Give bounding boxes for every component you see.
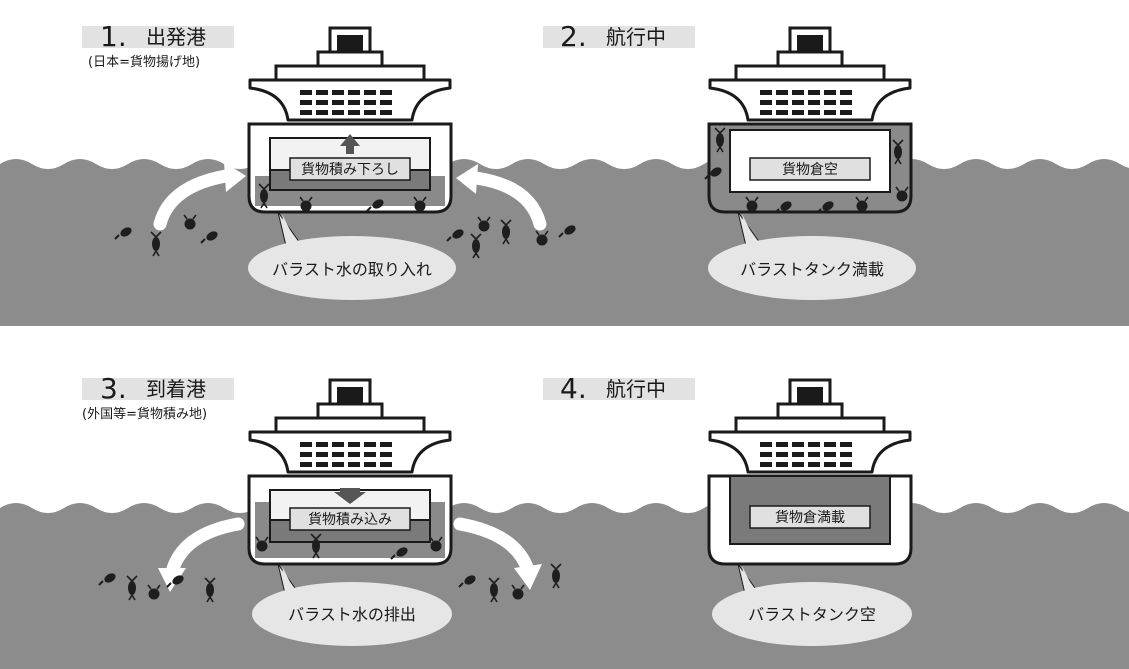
panel-4-title: 航行中 [606,377,666,401]
panel-1-title: 出発港 [146,25,206,49]
panel-2-ship: 貨物倉空 [704,26,913,214]
panel-1-cargo-up-arrow [340,134,360,154]
discharge-arrow-right [453,517,542,590]
panel-1-hold-label: 貨物積み下ろし [301,161,399,178]
panel-3-hold-label: 貨物積み込み [308,511,392,528]
discharge-arrow-left [158,517,245,592]
panel-2-hold-label: 貨物倉空 [782,161,838,178]
panel-1-callout-text: バラスト水の取り入れ [272,260,432,279]
panel-1-header: 1. 出発港 (日本=貨物揚げ地) [82,20,234,70]
panel-3-ship: 貨物積み込み [247,378,453,566]
intake-arrow-left [153,162,246,231]
panel-2-header: 2. 航行中 [543,20,695,53]
panel-2-title: 航行中 [606,25,666,49]
panel-4-callout: バラストタンク空 [712,563,912,646]
panel-3-cargo-down-arrow [334,488,366,504]
panel-3-title: 到着港 [146,377,206,401]
panel-1-subtitle: (日本=貨物揚げ地) [88,54,200,70]
panel-2-number: 2. [560,20,587,53]
panel-3-subtitle: (外国等=貨物積み地) [82,406,207,422]
panel-3-header: 3. 到着港 (外国等=貨物積み地) [82,372,234,422]
panel-2-callout-text: バラストタンク満載 [740,260,884,279]
panel-4-callout-text: バラストタンク空 [748,605,876,624]
panel-3-callout: バラスト水の排出 [252,563,452,646]
panel-1-ship: 貨物積み下ろし [247,26,453,214]
sea-band-top [0,159,1129,326]
panel-3-number: 3. [100,372,127,405]
panel-1-callout: バラスト水の取り入れ [248,211,456,300]
panel-3-callout-text: バラスト水の排出 [288,605,416,624]
panel-4-ship: 貨物倉満載 [707,378,913,566]
panel-4-hold-label: 貨物倉満載 [775,509,845,526]
intake-arrow-right [456,164,547,231]
panel-4-header: 4. 航行中 [543,372,695,405]
panel-4-number: 4. [560,372,587,405]
panel-1-number: 1. [100,20,127,53]
panel-2-callout: バラストタンク満載 [708,211,916,300]
